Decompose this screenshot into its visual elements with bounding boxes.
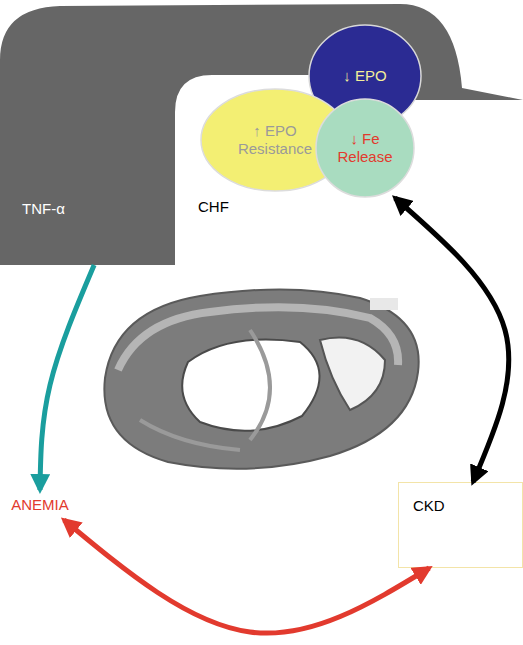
- heart-wall: [104, 289, 418, 468]
- node-text: ↑ EPO Resistance: [225, 122, 325, 158]
- node-text: CHF: [198, 198, 268, 216]
- curved-arrow: [395, 198, 509, 482]
- node-text: ↓ EPO: [343, 67, 386, 85]
- curved-arrow: [40, 265, 94, 490]
- image-tag: [370, 298, 398, 310]
- heart-chamber: [320, 338, 385, 411]
- node-text: TNF-α: [22, 200, 112, 218]
- anemia-node: ANEMIA: [0, 490, 80, 520]
- hook-arrow: [0, 4, 523, 265]
- ckd-box: CKD: [398, 482, 523, 568]
- node-text: CKD: [413, 497, 503, 515]
- curved-arrow: [64, 520, 429, 633]
- heart-chamber: [182, 340, 319, 431]
- node-text: ↓ Fe Release: [333, 130, 397, 166]
- ellipse-fill: [316, 99, 414, 197]
- node-text: ANEMIA: [11, 496, 69, 514]
- iron-circle: ↓ Fe Release: [315, 98, 415, 198]
- heart-streak: [140, 330, 270, 450]
